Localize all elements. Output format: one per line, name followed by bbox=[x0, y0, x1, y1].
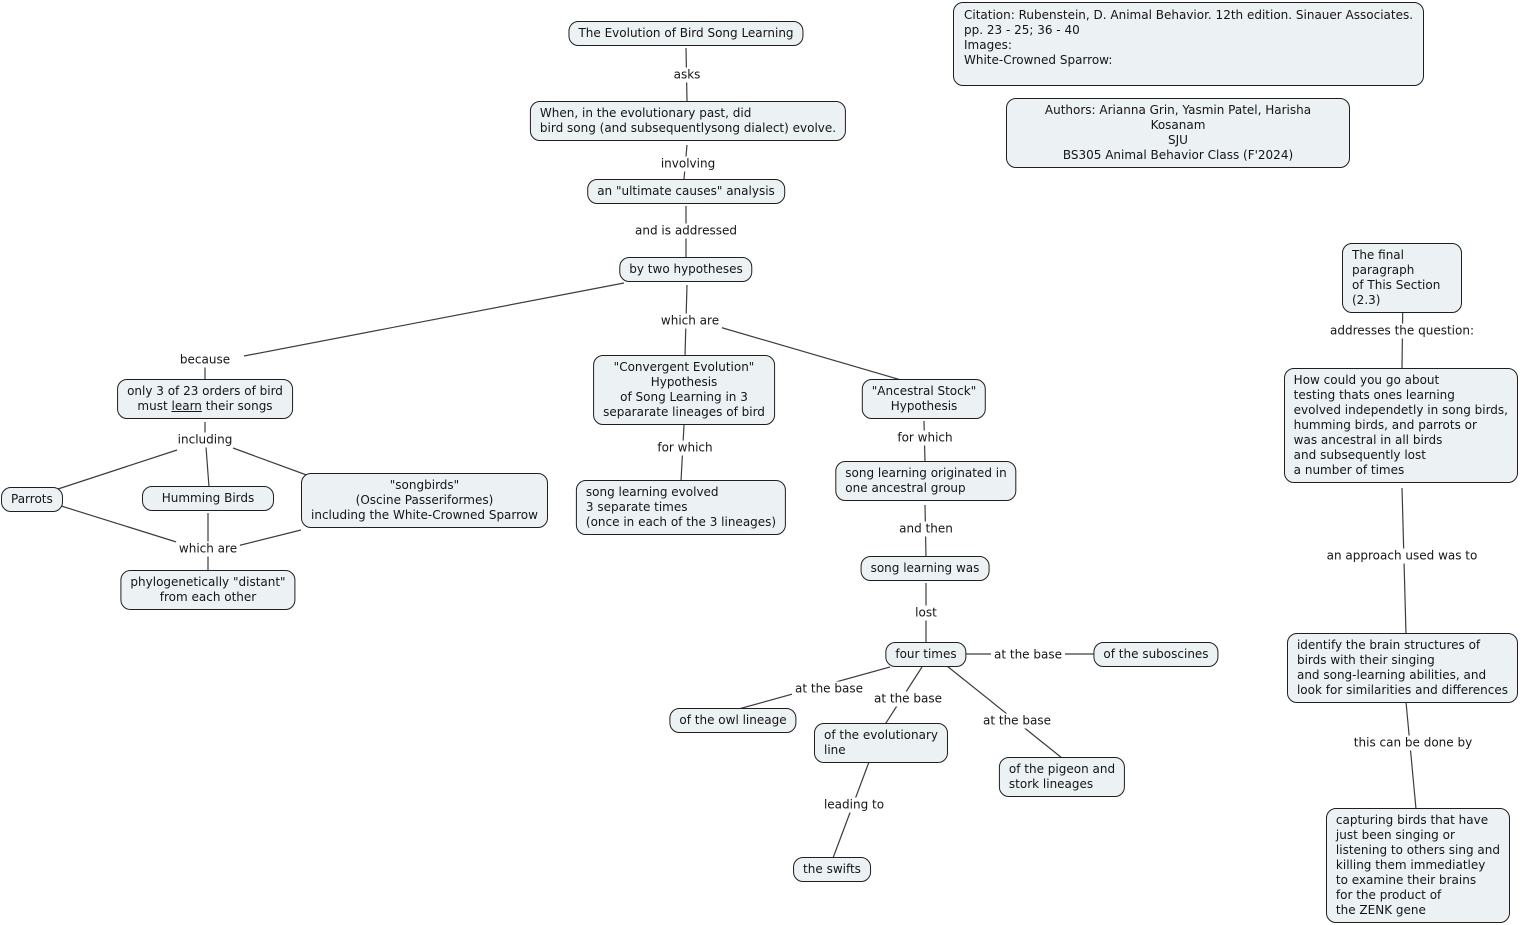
link-label-for-which-convergent[interactable]: for which bbox=[654, 440, 716, 456]
link-label-and-is-addressed[interactable]: and is addressed bbox=[632, 223, 740, 239]
node-capturing-birds[interactable]: capturing birds that have just been sing… bbox=[1325, 808, 1510, 923]
node-two-hypotheses[interactable]: by two hypotheses bbox=[619, 257, 753, 282]
link-label-which-are-left[interactable]: which are bbox=[175, 541, 241, 557]
node-ultimate-causes[interactable]: an "ultimate causes" analysis bbox=[587, 179, 785, 204]
node-pigeon-stork-lineages[interactable]: of the pigeon and stork lineages bbox=[998, 757, 1126, 797]
connector-line bbox=[243, 282, 625, 357]
link-label-involving[interactable]: involving bbox=[657, 156, 719, 172]
link-label-approach[interactable]: an approach used was to bbox=[1323, 548, 1481, 564]
link-label-at-the-base-owl[interactable]: at the base bbox=[792, 681, 866, 697]
node-evolutionary-line[interactable]: of the evolutionary line bbox=[813, 723, 949, 763]
connector-line bbox=[57, 504, 187, 546]
link-label-leading-to[interactable]: leading to bbox=[820, 797, 888, 813]
node-suboscines[interactable]: of the suboscines bbox=[1093, 642, 1219, 667]
node-convergent-evolution-hypothesis[interactable]: "Convergent Evolution" Hypothesis of Son… bbox=[593, 355, 775, 425]
node-phylogenetically-distant[interactable]: phylogenetically "distant" from each oth… bbox=[120, 570, 296, 610]
connector-line bbox=[57, 449, 178, 490]
node-originated-one-group[interactable]: song learning originated in one ancestra… bbox=[835, 461, 1017, 501]
link-label-addresses-question[interactable]: addresses the question: bbox=[1327, 323, 1477, 339]
node-how-could-question[interactable]: How could you go about testing thats one… bbox=[1283, 368, 1518, 483]
connector-line bbox=[946, 665, 1063, 759]
link-label-done-by[interactable]: this can be done by bbox=[1350, 735, 1476, 751]
node-title[interactable]: The Evolution of Bird Song Learning bbox=[568, 21, 804, 46]
node-owl-lineage[interactable]: of the owl lineage bbox=[669, 708, 797, 733]
node-orders-of-bird[interactable]: only 3 of 23 orders of bird must learn t… bbox=[117, 379, 293, 419]
node-parrots[interactable]: Parrots bbox=[1, 487, 63, 512]
node-authors[interactable]: Authors: Arianna Grin, Yasmin Patel, Har… bbox=[1006, 98, 1350, 168]
node-humming-birds[interactable]: Humming Birds bbox=[142, 486, 274, 511]
node-four-times[interactable]: four times bbox=[885, 642, 967, 667]
node-songbirds[interactable]: "songbirds" (Oscine Passeriformes) inclu… bbox=[301, 473, 548, 528]
node-the-swifts[interactable]: the swifts bbox=[793, 857, 871, 882]
link-label-at-the-base-evolutionary[interactable]: at the base bbox=[871, 691, 945, 707]
node-identify-brain-structures[interactable]: identify the brain structures of birds w… bbox=[1286, 633, 1518, 703]
link-label-at-the-base-suboscines[interactable]: at the base bbox=[991, 647, 1065, 663]
link-label-because[interactable]: because bbox=[176, 352, 234, 368]
node-final-paragraph[interactable]: The final paragraph of This Section (2.3… bbox=[1342, 243, 1462, 313]
node-song-learning-was[interactable]: song learning was bbox=[860, 556, 990, 581]
node-question[interactable]: When, in the evolutionary past, did bird… bbox=[529, 101, 847, 141]
link-label-including[interactable]: including bbox=[174, 432, 236, 448]
node-citation[interactable]: Citation: Rubenstein, D. Animal Behavior… bbox=[953, 2, 1425, 86]
link-label-asks[interactable]: asks bbox=[670, 67, 704, 83]
connector-line bbox=[236, 529, 302, 547]
link-label-lost[interactable]: lost bbox=[912, 605, 940, 621]
orders-text-suffix: their songs bbox=[201, 399, 273, 413]
link-label-which-are-top[interactable]: which are bbox=[657, 313, 723, 329]
orders-text-prefix: only 3 of 23 orders of bird must bbox=[127, 384, 283, 413]
node-evolved-three-times[interactable]: song learning evolved 3 separate times (… bbox=[575, 480, 787, 535]
connector-line bbox=[1405, 701, 1417, 810]
orders-text-learn: learn bbox=[171, 399, 202, 413]
connector-line bbox=[205, 446, 210, 488]
node-ancestral-stock-hypothesis[interactable]: "Ancestral Stock" Hypothesis bbox=[861, 379, 987, 419]
link-label-at-the-base-pigeon[interactable]: at the base bbox=[980, 713, 1054, 729]
link-label-and-then[interactable]: and then bbox=[896, 521, 956, 537]
link-label-for-which-ancestral[interactable]: for which bbox=[894, 430, 956, 446]
connector-line bbox=[232, 447, 313, 478]
connector-line bbox=[715, 325, 902, 381]
